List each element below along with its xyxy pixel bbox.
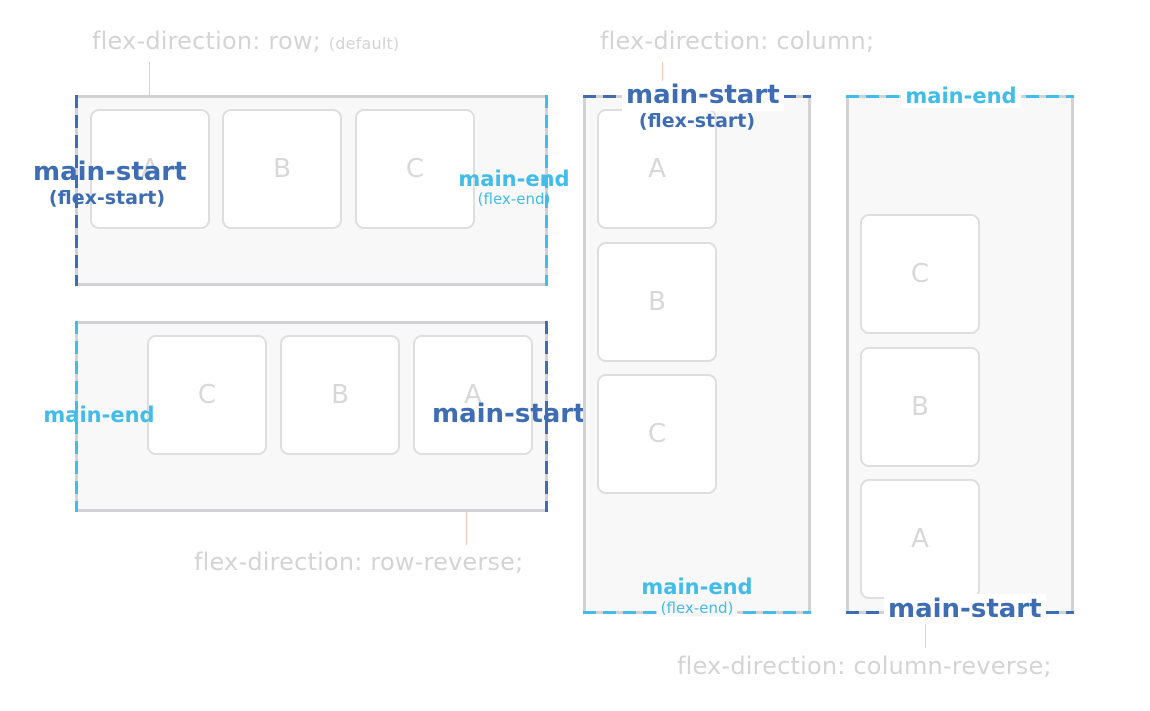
item-a: A [413,335,533,455]
item-a: A [90,109,210,229]
row-reverse-main-start-label: main-start [432,399,586,429]
item-b: B [222,109,342,229]
item-c: C [147,335,267,455]
flex-start-text: (flex-start) [638,109,756,132]
caption-column-reverse-pointer [925,614,926,648]
item-a: A [860,479,980,599]
main-start-text: main-start [622,80,784,111]
main-end-edge [75,321,78,512]
main-end-edge [545,95,548,286]
main-start-text: main-start [884,594,1046,624]
item-b: B [860,347,980,467]
row-main-start-label: main-start (flex-start) [33,157,187,210]
caption-row: flex-direction: row; (default) [92,27,399,55]
column-reverse-main-end-label: main-end [901,84,1021,108]
column-reverse-main-start-label: main-start [884,594,1046,625]
flex-end-text: (flex-end) [656,599,738,618]
main-end-text: main-end [901,84,1021,108]
caption-column-pointer [662,62,663,86]
caption-row-pointer [149,62,150,96]
caption-row-reverse-pointer [466,511,467,545]
main-start-text: main-start [33,157,187,187]
main-end-text: main-end [641,575,753,599]
column-main-start-label: main-start (flex-start) [622,80,784,133]
caption-column-reverse: flex-direction: column-reverse; [677,652,1052,680]
caption-row-reverse: flex-direction: row-reverse; [194,548,524,576]
flex-start-text: (flex-start) [48,186,166,209]
caption-row-default: (default) [328,34,400,53]
main-start-edge [545,321,548,512]
caption-column: flex-direction: column; [600,27,875,55]
row-main-end-label: main-end (flex-end) [452,167,576,208]
flex-end-text: (flex-end) [477,190,551,209]
row-reverse-main-end-label: main-end [43,403,155,427]
column-main-end-label: main-end (flex-end) [632,575,762,618]
caption-row-text: flex-direction: row; [92,27,321,55]
item-b: B [280,335,400,455]
main-end-text: main-end [458,167,570,191]
item-c: C [355,109,475,229]
item-c: C [597,374,717,494]
main-start-edge [75,95,78,286]
item-b: B [597,242,717,362]
item-c: C [860,214,980,334]
